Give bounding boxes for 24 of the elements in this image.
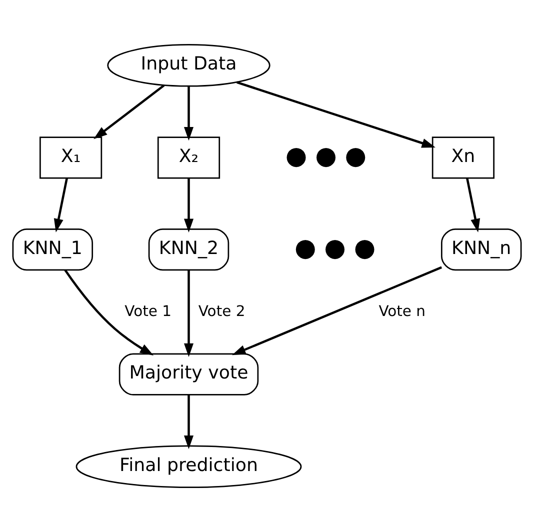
node-box: KNN_2	[148, 228, 230, 270]
arrow	[232, 266, 442, 355]
node-box: KNN_n	[440, 228, 522, 270]
node-box: KNN_1	[12, 228, 94, 270]
arrow	[236, 80, 436, 148]
label: ● ● ●	[294, 232, 376, 262]
node-ellipse: Input Data	[107, 44, 270, 86]
arrow	[94, 84, 165, 139]
arrow	[64, 268, 154, 356]
arrow	[184, 178, 194, 232]
node-box: X₂	[157, 136, 220, 178]
node-box: Majority vote	[118, 352, 259, 395]
node-ellipse: Final prediction	[76, 444, 302, 488]
node-box: X₁	[40, 136, 102, 178]
arrow	[184, 270, 194, 356]
node-box: Xn	[432, 136, 494, 178]
label: ● ● ●	[285, 140, 367, 170]
arrow	[54, 178, 68, 232]
edge-label: Vote 2	[198, 302, 246, 320]
arrow	[184, 86, 194, 140]
arrow	[184, 394, 194, 449]
edge-label: Vote n	[378, 302, 426, 320]
edge-label: Vote 1	[124, 302, 172, 320]
arrow	[466, 178, 480, 232]
